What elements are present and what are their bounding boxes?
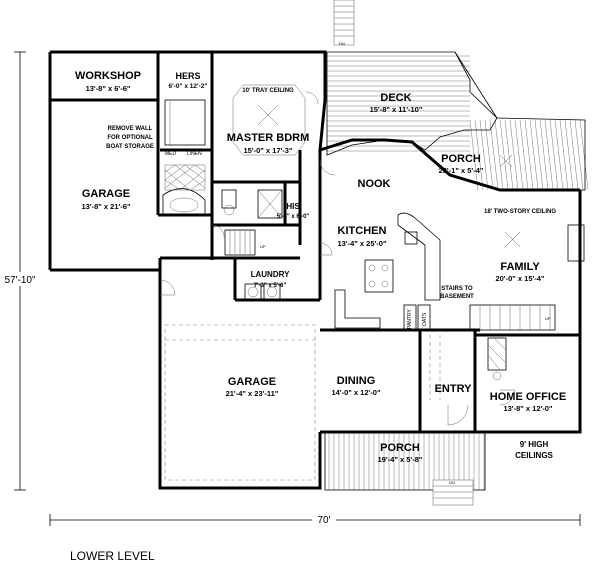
oats-label: OATS — [422, 312, 428, 326]
deck-board-line — [559, 119, 569, 191]
basement-stair-up-label: UP — [545, 316, 551, 321]
master-ceiling-note: 10' TRAY CEILING — [242, 88, 294, 94]
left-garage-label: GARAGE — [82, 188, 130, 200]
chimney-dn-label: DN — [339, 41, 345, 46]
stairs-note-line-1: STAIRS TO — [441, 286, 473, 292]
master-bdrm-label: MASTER BDRM — [227, 132, 310, 144]
kitchen-dim: 13'-4" x 25'-0" — [337, 239, 386, 248]
dining-dim: 14'-0" x 12'-0" — [331, 388, 380, 397]
laundry-stair-up-label: UP — [260, 244, 266, 249]
deck-board-line — [489, 119, 499, 191]
laundry-dim: 7'-3" x 5'-6" — [254, 283, 287, 289]
deck-board-line — [574, 119, 584, 191]
width-dimension-label: 70' — [317, 515, 330, 526]
dimension-lines — [14, 51, 581, 526]
hers-label: HERS — [175, 71, 200, 81]
family-label: FAMILY — [500, 261, 540, 273]
deck-board-line — [494, 119, 504, 191]
left-garage-dim: 13'-8" x 21'-6" — [81, 202, 130, 211]
chimney: DN — [333, 0, 355, 46]
deck-board-line — [519, 119, 529, 191]
deck-dim: 15'-8" x 11'-10" — [370, 105, 423, 114]
linen-label: LINEN — [187, 151, 202, 157]
deck-board-line — [499, 119, 509, 191]
high-ceilings-note: 9' HIGH CEILINGS — [515, 440, 553, 460]
deck-board-line — [544, 119, 554, 191]
hers-dim: 6'-0" x 12'-2" — [169, 83, 208, 90]
main-garage-dim: 21'-4" x 23'-11" — [226, 389, 279, 398]
deck-board-line — [549, 119, 559, 191]
front-steps: DN — [432, 479, 474, 506]
deck-board-line — [469, 119, 479, 191]
entry-label: ENTRY — [435, 383, 473, 395]
exterior-walls — [48, 50, 582, 490]
stairs-note-line-2: BASEMENT — [440, 294, 474, 300]
family-ceiling-note: 18' TWO-STORY CEILING — [484, 209, 556, 215]
laundry-label: LAUNDRY — [251, 270, 290, 279]
deck-board-line — [579, 119, 589, 191]
remove-wall-note: REMOVE WALL FOR OPTIONAL BOAT STORAGE — [106, 126, 154, 150]
deck-board-line — [564, 119, 574, 191]
master-bdrm-dim: 15'-0" x 17'-3" — [243, 146, 292, 155]
nook-label: NOOK — [358, 178, 391, 190]
deck-board-line — [524, 119, 534, 191]
high-ceilings-line-2: CEILINGS — [515, 451, 553, 460]
deck-board-line — [529, 119, 539, 191]
workshop-dim: 13'-8" x 6'-6" — [86, 84, 131, 93]
deck-board-line — [504, 119, 514, 191]
deck-board-line — [554, 119, 564, 191]
kitchen-label: KITCHEN — [338, 225, 387, 237]
height-dimension-label: 57'-10" — [4, 275, 35, 286]
high-ceilings-line-1: 9' HIGH — [520, 440, 549, 449]
plan-caption: LOWER LEVEL — [70, 549, 155, 563]
workshop-label: WORKSHOP — [75, 70, 141, 82]
his-label: HIS — [286, 202, 300, 211]
steps-dn-label: DN — [449, 480, 455, 485]
front-porch-label: PORCH — [380, 442, 420, 454]
dining-label: DINING — [337, 375, 376, 387]
main-garage-label: GARAGE — [228, 376, 276, 388]
remove-wall-line-2: FOR OPTIONAL — [107, 135, 153, 141]
home-office-dim: 13'-8" x 12'-0" — [503, 404, 552, 413]
deck-board-line — [539, 119, 549, 191]
family-dim: 20'-0" x 15'-4" — [495, 274, 544, 283]
front-porch-dim: 19'-4" x 5'-8" — [378, 455, 423, 464]
remove-wall-line-1: REMOVE WALL — [108, 126, 153, 132]
his-dim: 5'-4" x 6'-0" — [277, 214, 310, 220]
deck-board-line — [514, 119, 524, 191]
deck-label: DECK — [380, 92, 411, 104]
back-porch-label: PORCH — [441, 153, 481, 165]
med-label: MED — [165, 151, 177, 157]
stairs-to-basement-note: STAIRS TO BASEMENT — [440, 286, 474, 300]
deck-board-line — [474, 119, 484, 191]
deck-board-line — [479, 119, 489, 191]
deck-board-line — [534, 119, 544, 191]
remove-wall-line-3: BOAT STORAGE — [106, 144, 154, 150]
width-dimension: 70' — [312, 512, 336, 526]
home-office-label: HOME OFFICE — [490, 391, 566, 403]
deck-board-line — [509, 119, 519, 191]
height-dimension: 57'-10" — [0, 272, 40, 286]
deck-board-line — [569, 119, 579, 191]
back-porch-dim: 23'-1" x 5'-4" — [439, 166, 484, 175]
pantry-label: PANTRY — [407, 309, 413, 329]
deck-board-line — [484, 119, 494, 191]
fixtures: UP UP — [159, 84, 585, 481]
